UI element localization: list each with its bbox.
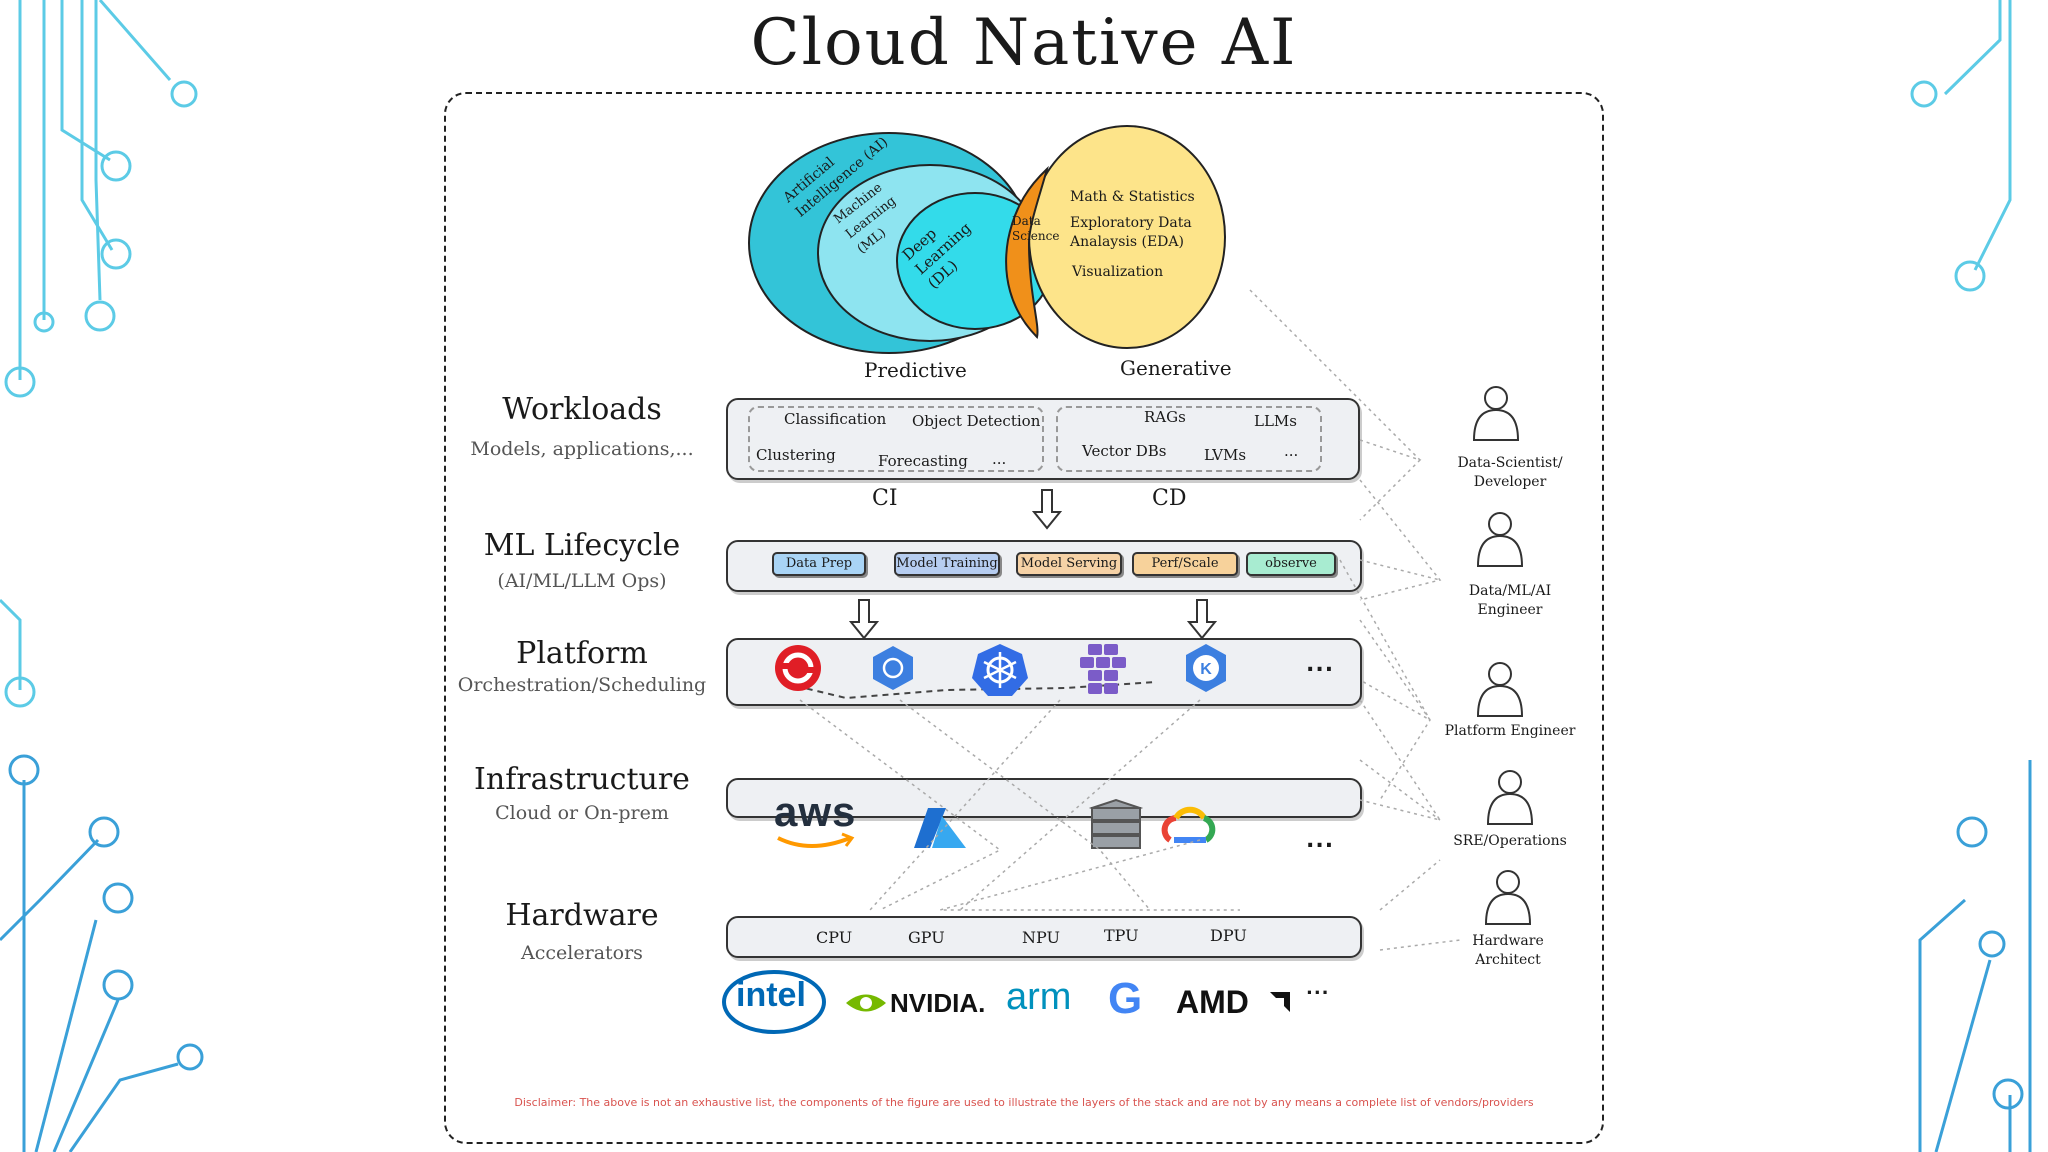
intel-logo-ring	[722, 970, 826, 1034]
kubeflow-icon	[1080, 644, 1126, 694]
venn-viz-label: Visualization	[1072, 264, 1164, 280]
workload-clustering: Clustering	[756, 446, 836, 464]
workload-predictive-more: ...	[992, 450, 1007, 468]
platform-title: Platform	[516, 636, 648, 671]
on-prem-server-icon	[1088, 798, 1144, 849]
persona-ml-engineer: Data/ML/AI Engineer	[1468, 583, 1552, 618]
persona-hardware-architect: Hardware Architect	[1472, 933, 1544, 968]
hardware-subtitle: Accelerators	[521, 942, 643, 964]
infrastructure-subtitle: Cloud or On-prem	[495, 802, 669, 824]
vendors-more: ...	[1306, 978, 1330, 999]
venn-diagram	[748, 125, 1226, 354]
intel-logo: intel	[736, 976, 806, 1014]
venn-eda-label: Exploratory Data Analaysis (EDA)	[1070, 215, 1192, 250]
venn-ds-label: Data Science	[1012, 214, 1060, 243]
nvidia-eye-icon	[846, 994, 886, 1012]
platform-more: ...	[1306, 652, 1335, 677]
generative-label: Generative	[1120, 356, 1232, 380]
stage-model-training: Model Training	[894, 552, 1000, 576]
persona-platform-engineer: Platform Engineer	[1444, 723, 1576, 739]
azure-icon	[914, 808, 966, 848]
openshift-icon	[775, 645, 821, 691]
ci-label: CI	[872, 486, 898, 511]
arm-logo: arm	[1006, 976, 1072, 1018]
page-title: Cloud Native AI	[750, 6, 1298, 80]
predictive-label: Predictive	[864, 358, 967, 382]
persona-icon-ml-engineer	[1476, 512, 1524, 567]
stage-model-serving: Model Serving	[1016, 552, 1122, 576]
nvidia-logo: NVIDIA.	[890, 988, 986, 1018]
persona-sre: SRE/Operations	[1453, 833, 1567, 849]
stage-perf-scale: Perf/Scale	[1132, 552, 1238, 576]
hw-gpu: GPU	[908, 928, 945, 947]
hardware-box	[726, 916, 1362, 958]
knative-icon: K	[1186, 644, 1226, 692]
venn-math-label: Math & Statistics	[1070, 189, 1195, 205]
stage-data-prep: Data Prep	[772, 552, 866, 576]
persona-icon-sre	[1486, 770, 1534, 825]
kubernetes-icon	[972, 644, 1028, 696]
workload-classification: Classification	[784, 410, 887, 428]
aws-logo: aws	[774, 788, 857, 835]
infra-icons	[777, 798, 1216, 849]
workloads-subtitle: Models, applications,...	[470, 438, 694, 460]
persona-icon-hardware-architect	[1484, 870, 1532, 925]
hw-dpu: DPU	[1210, 926, 1247, 945]
lifecycle-title: ML Lifecycle	[483, 528, 681, 563]
workload-vector-dbs: Vector DBs	[1082, 442, 1167, 460]
persona-icon-data-scientist	[1472, 386, 1520, 441]
helm-icon	[873, 646, 913, 690]
cd-label: CD	[1152, 486, 1187, 511]
lifecycle-subtitle: (AI/ML/LLM Ops)	[497, 570, 667, 592]
platform-subtitle: Orchestration/Scheduling	[457, 674, 707, 696]
workload-llms: LLMs	[1254, 412, 1297, 430]
hw-tpu: TPU	[1104, 926, 1139, 945]
workload-rags: RAGs	[1144, 408, 1186, 426]
workload-object-detection: Object Detection	[912, 412, 1041, 430]
generative-workloads-group	[1056, 406, 1322, 472]
persona-data-scientist: Data-Scientist/ Developer	[1457, 455, 1563, 490]
amd-logo: AMD	[1176, 984, 1249, 1020]
hw-cpu: CPU	[816, 928, 853, 947]
hw-npu: NPU	[1022, 928, 1060, 947]
persona-icon-platform-engineer	[1476, 662, 1524, 717]
infrastructure-box	[726, 778, 1362, 818]
amd-arrow-icon	[1270, 992, 1290, 1012]
google-logo: G	[1108, 974, 1143, 1023]
infra-more: ...	[1306, 828, 1335, 853]
workload-forecasting: Forecasting	[878, 452, 968, 470]
workload-lvms: LVMs	[1204, 446, 1247, 464]
infrastructure-title: Infrastructure	[474, 762, 690, 797]
predictive-workloads-group	[748, 406, 1044, 472]
svg-text:K: K	[1200, 661, 1212, 678]
disclaimer: Disclaimer: The above is not an exhausti…	[514, 1096, 1534, 1109]
diagram-frame	[444, 92, 1604, 1144]
platform-icons: K	[775, 644, 1226, 700]
workloads-title: Workloads	[502, 392, 662, 427]
hardware-title: Hardware	[505, 898, 659, 933]
workload-generative-more: ...	[1284, 442, 1299, 460]
google-cloud-icon	[1161, 806, 1216, 843]
stage-observe: observe	[1246, 552, 1336, 576]
